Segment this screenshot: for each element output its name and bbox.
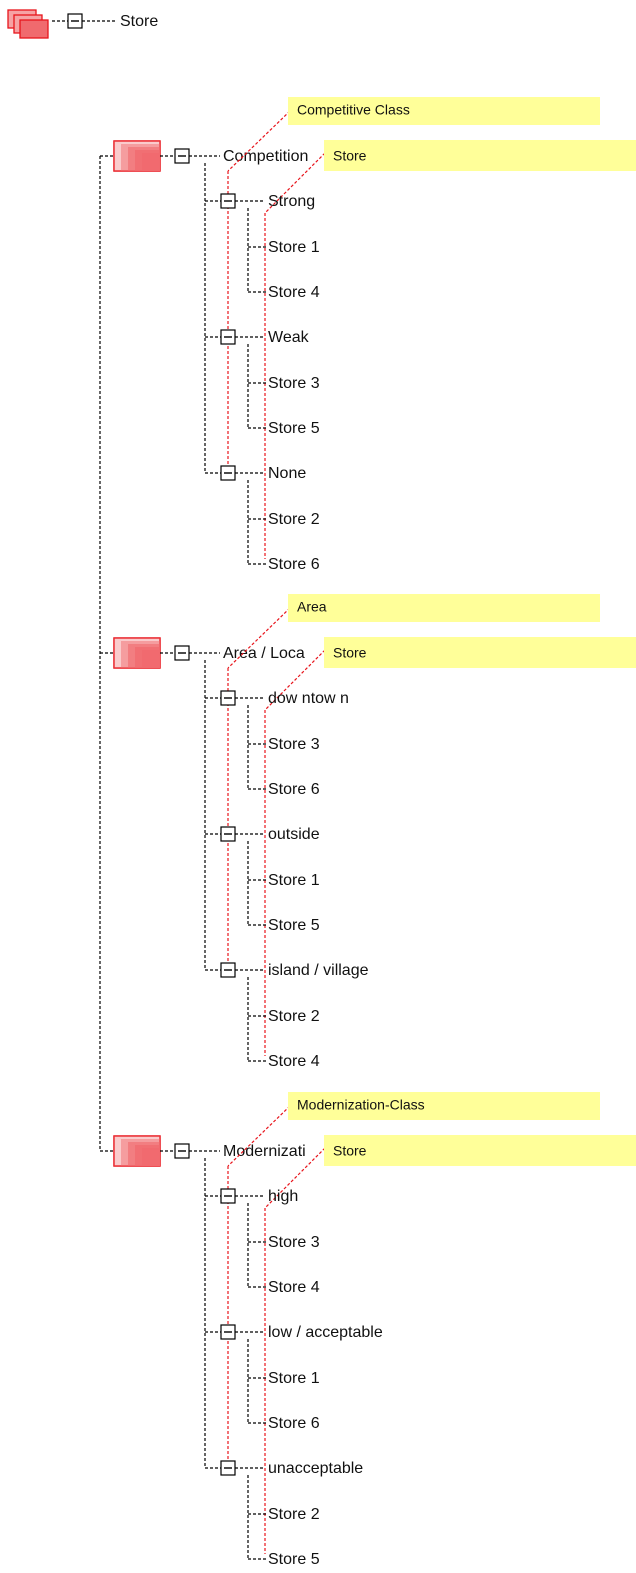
category-label: Strong [268, 193, 315, 210]
category-label: low / acceptable [268, 1324, 383, 1341]
highlight-path [227, 110, 291, 172]
group-icon-layer [142, 153, 160, 171]
category-label: outside [268, 826, 320, 843]
category-collapse-toggle[interactable] [220, 465, 236, 481]
root-icon-layer [19, 19, 49, 39]
store-item: Store 2 [268, 1506, 320, 1523]
instance-note [324, 637, 636, 668]
category-label: dow ntow n [268, 690, 349, 707]
instance-note [324, 140, 636, 171]
store-item: Store 2 [268, 1008, 320, 1025]
category-collapse-toggle[interactable] [220, 1460, 236, 1476]
store-item: Store 6 [268, 1415, 320, 1432]
class-note [288, 1092, 600, 1120]
root-label: Store [120, 13, 158, 30]
instance-note-text: Store [333, 148, 367, 164]
class-note [288, 97, 600, 125]
instance-note-text: Store [333, 645, 367, 661]
group-label: Modernizati [223, 1143, 306, 1160]
highlight-path [264, 1147, 326, 1209]
store-item: Store 2 [268, 511, 320, 528]
category-label: high [268, 1188, 298, 1205]
group-label: Area / Loca [223, 645, 305, 662]
instance-note [324, 1135, 636, 1166]
group-icon[interactable] [113, 140, 161, 172]
category-collapse-toggle[interactable] [220, 826, 236, 842]
group-collapse-toggle[interactable] [174, 1143, 190, 1159]
category-label: None [268, 465, 306, 482]
highlight-path [227, 607, 291, 669]
group-icon[interactable] [113, 1135, 161, 1167]
category-label: Weak [268, 329, 310, 346]
category-collapse-toggle[interactable] [220, 962, 236, 978]
group-icon-layer [142, 1148, 160, 1166]
store-item: Store 5 [268, 1551, 320, 1568]
highlight-path [264, 649, 326, 711]
category-collapse-toggle[interactable] [220, 193, 236, 209]
store-item: Store 4 [268, 284, 320, 301]
class-note-text: Area [297, 599, 327, 615]
store-item: Store 5 [268, 420, 320, 437]
store-item: Store 3 [268, 1234, 320, 1251]
store-item: Store 4 [268, 1053, 320, 1070]
group-collapse-toggle[interactable] [174, 645, 190, 661]
group-icon-layer [142, 650, 160, 668]
root-objects-icon[interactable] [7, 9, 49, 39]
group-collapse-toggle[interactable] [174, 148, 190, 164]
store-item: Store 4 [268, 1279, 320, 1296]
store-item: Store 6 [268, 556, 320, 573]
class-note-text: Competitive Class [297, 102, 410, 118]
class-note-text: Modernization-Class [297, 1097, 425, 1113]
category-collapse-toggle[interactable] [220, 329, 236, 345]
category-label: island / village [268, 962, 369, 979]
category-collapse-toggle[interactable] [220, 1188, 236, 1204]
group-label: Competition [223, 148, 308, 165]
store-item: Store 1 [268, 1370, 320, 1387]
store-item: Store 6 [268, 781, 320, 798]
store-item: Store 3 [268, 736, 320, 753]
category-collapse-toggle[interactable] [220, 1324, 236, 1340]
highlight-path [264, 152, 326, 214]
class-note [288, 594, 600, 622]
group-icon[interactable] [113, 637, 161, 669]
category-label: unacceptable [268, 1460, 363, 1477]
root-collapse-toggle[interactable] [67, 13, 83, 29]
store-item: Store 5 [268, 917, 320, 934]
highlight-path [227, 1105, 291, 1167]
category-collapse-toggle[interactable] [220, 690, 236, 706]
store-item: Store 3 [268, 375, 320, 392]
store-item: Store 1 [268, 872, 320, 889]
instance-note-text: Store [333, 1143, 367, 1159]
store-item: Store 1 [268, 239, 320, 256]
